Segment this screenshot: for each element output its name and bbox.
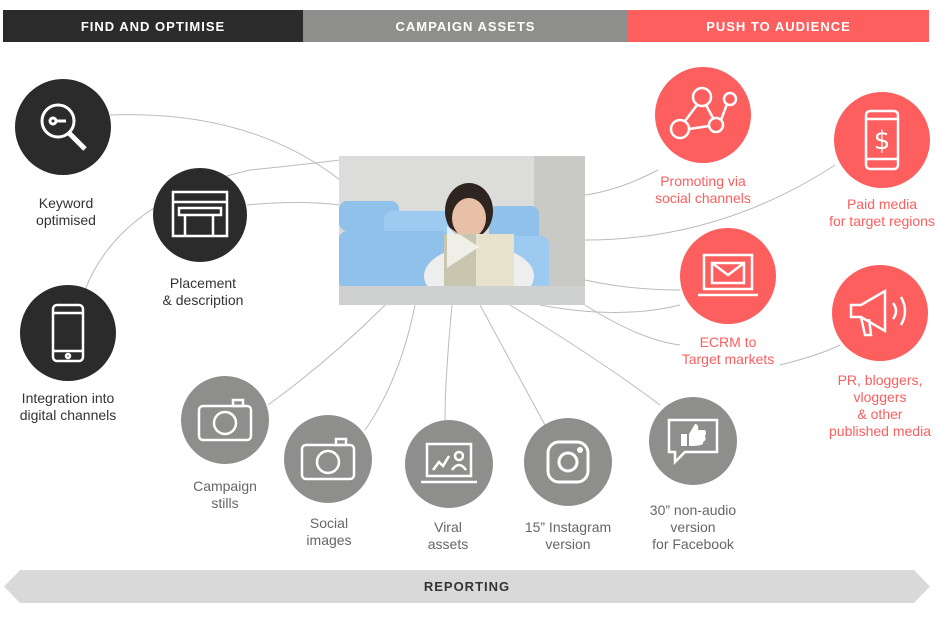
facebook-like-icon bbox=[649, 397, 737, 485]
svg-text:$: $ bbox=[874, 126, 891, 156]
instagram-icon bbox=[524, 418, 612, 506]
header-find-and-optimise: FIND AND OPTIMISE bbox=[3, 10, 303, 42]
laptop-email-icon bbox=[680, 228, 776, 324]
camera-icon bbox=[284, 415, 372, 503]
smartphone-icon bbox=[20, 285, 116, 381]
megaphone-icon bbox=[832, 265, 928, 361]
browser-layout-icon bbox=[153, 168, 247, 262]
play-icon bbox=[447, 226, 479, 268]
label-keyword: Keyword optimised bbox=[36, 195, 96, 228]
label-social-images: Social images bbox=[306, 515, 352, 548]
camera-icon bbox=[181, 376, 269, 464]
label-instagram: 15” Instagram version bbox=[524, 519, 612, 552]
reporting-label: REPORTING bbox=[423, 579, 511, 594]
label-campaign-stills: Campaign stills bbox=[193, 478, 257, 511]
video-thumbnail bbox=[339, 156, 585, 305]
label-integration: Integration into digital channels bbox=[19, 390, 117, 423]
campaign-video-player[interactable] bbox=[339, 156, 585, 305]
header-campaign-assets: CAMPAIGN ASSETS bbox=[303, 10, 628, 42]
label-placement: Placement & description bbox=[162, 275, 244, 308]
keyword-search-icon bbox=[15, 79, 111, 175]
laptop-analytics-icon bbox=[405, 420, 493, 508]
label-promoting: Promoting via social channels bbox=[655, 173, 751, 206]
reporting-bar: REPORTING bbox=[4, 570, 930, 603]
label-pr: PR, bloggers, vloggers & other published… bbox=[829, 372, 931, 439]
phone-dollar-icon: $ bbox=[834, 92, 930, 188]
label-ecrm: ECRM to Target markets bbox=[681, 334, 775, 367]
header-push-to-audience: PUSH TO AUDIENCE bbox=[628, 10, 929, 42]
social-network-icon bbox=[655, 67, 751, 163]
label-facebook: 30” non-audio version for Facebook bbox=[649, 502, 737, 552]
label-paid-media: Paid media for target regions bbox=[829, 196, 935, 229]
label-viral-assets: Viral assets bbox=[427, 519, 469, 552]
